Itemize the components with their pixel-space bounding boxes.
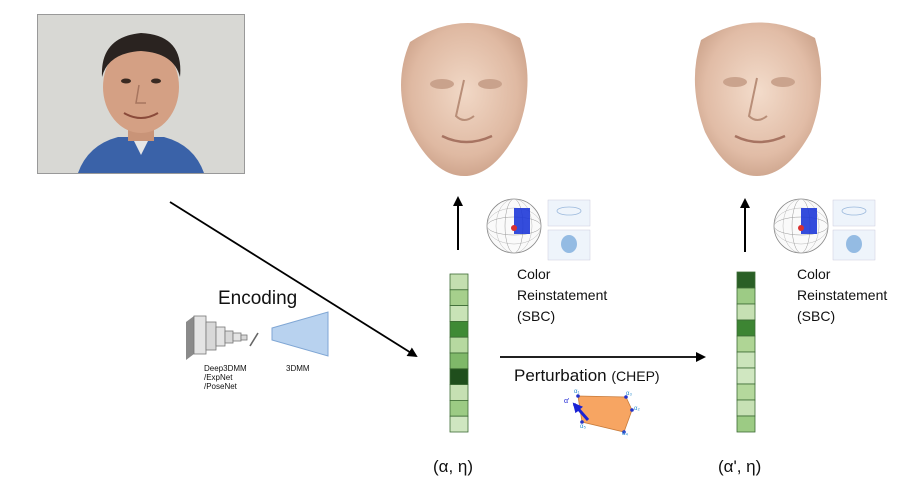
reinstatement-line: Reinstatement: [517, 287, 608, 303]
vector-cell: [736, 319, 756, 337]
encoder-network-icon: [186, 315, 259, 360]
encoder-network-label: Deep3DMM /ExpNet /PoseNet: [204, 364, 247, 391]
latent-vector-perturbed: [736, 271, 756, 433]
vector-cell: [736, 367, 756, 385]
vector-cell: [449, 352, 469, 370]
3dmm-decoder-icon: [271, 311, 329, 357]
perturbation-title: Perturbation: [514, 366, 607, 385]
hull-label-a4: α₄: [622, 431, 628, 437]
vector-cell: [449, 399, 469, 417]
vector-cell: [736, 415, 756, 433]
reconstructed-face-original: [401, 22, 528, 176]
reinstatement-line: Color: [517, 266, 551, 282]
perturbation-label: Perturbation (CHEP): [514, 366, 660, 386]
encoder-label-line: Deep3DMM: [204, 364, 247, 373]
vector-cell: [449, 305, 469, 322]
encoder-label-line: /ExpNet: [204, 373, 233, 382]
input-face-photo: [37, 14, 245, 174]
vector-cell: [736, 287, 756, 305]
face-photo-drawing: [38, 15, 244, 173]
vector-cell: [736, 335, 756, 353]
vector-cell: [449, 415, 469, 433]
reconstructed-face-perturbed: [694, 22, 822, 176]
reinstatement-line: (SBC): [797, 308, 836, 324]
convex-hull-plot: [572, 394, 634, 434]
color-reinstatement-label-left: Color Reinstatement (SBC): [517, 264, 607, 327]
vector-cell: [449, 289, 469, 306]
perturbation-method: (CHEP): [611, 368, 660, 384]
vector-cell: [736, 351, 756, 369]
latent-vector-original: [449, 273, 469, 433]
vector-cell: [736, 303, 756, 321]
vector-cell: [736, 383, 756, 401]
hull-label-a1: α₁: [574, 389, 580, 395]
vector-label-original: (α, η): [433, 457, 474, 476]
color-stats-inset-left: [486, 198, 591, 261]
3dmm-label: 3DMM: [286, 364, 310, 373]
vector-label-perturbed: (α', η): [718, 457, 762, 476]
color-reinstatement-label-right: Color Reinstatement (SBC): [797, 264, 887, 327]
hull-label-alpha-prime: α': [564, 398, 570, 405]
encoder-label-line: /PoseNet: [204, 382, 237, 391]
vector-cell: [736, 399, 756, 417]
vector-cell: [449, 320, 469, 338]
reinstatement-line: Reinstatement: [797, 287, 888, 303]
encoding-arrow: [169, 201, 418, 358]
vector-cell: [449, 368, 469, 385]
hull-label-a5: α₅: [580, 424, 586, 430]
color-stats-inset-right: [773, 198, 876, 261]
reinstatement-line: (SBC): [517, 308, 556, 324]
vector-cell: [736, 271, 756, 289]
vector-cell: [449, 336, 469, 354]
hull-label-a3: α₃: [626, 391, 632, 397]
hull-label-a2: α₂: [634, 406, 640, 412]
vector-cell: [449, 384, 469, 401]
encoding-label: Encoding: [218, 288, 298, 309]
reinstatement-line: Color: [797, 266, 831, 282]
vector-cell: [449, 273, 469, 291]
